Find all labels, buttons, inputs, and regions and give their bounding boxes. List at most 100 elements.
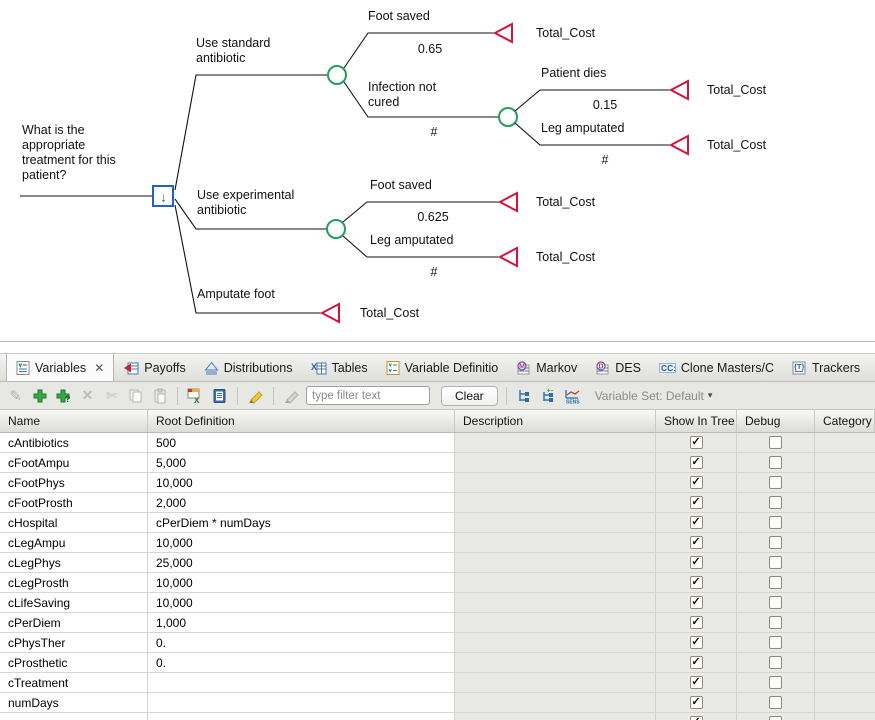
cell-name[interactable]: cPerDiem — [0, 613, 148, 633]
table-row[interactable]: ✓ — [0, 713, 875, 720]
payoff-foot-saved-std[interactable]: Total_Cost — [536, 26, 596, 40]
cell-category[interactable] — [815, 713, 875, 720]
checkbox-checked-icon[interactable]: ✓ — [689, 496, 703, 509]
column-header-category[interactable]: Category — [815, 410, 875, 432]
highlight-icon[interactable] — [246, 386, 265, 405]
checkbox-unchecked-icon[interactable] — [769, 696, 782, 709]
column-header-description[interactable]: Description — [455, 410, 656, 432]
debug-cell[interactable] — [737, 693, 815, 713]
branch-label-experimental[interactable]: Use experimental — [197, 188, 294, 202]
cell-root-definition[interactable] — [148, 693, 455, 713]
cell-description[interactable] — [455, 493, 656, 513]
delete-variable-icon[interactable]: ✕ — [81, 387, 94, 403]
cell-root-definition[interactable]: 5,000 — [148, 453, 455, 473]
cell-name[interactable]: cFootProsth — [0, 493, 148, 513]
chance-node-experimental[interactable] — [326, 219, 346, 239]
debug-cell[interactable] — [737, 553, 815, 573]
checkbox-unchecked-icon[interactable] — [769, 476, 782, 489]
probability-infection-not-cured[interactable]: # — [431, 125, 438, 139]
tab-clone-masters[interactable]: CC: Clone Masters/C — [650, 354, 783, 381]
branch-label-standard[interactable]: antibiotic — [196, 51, 245, 65]
checkbox-unchecked-icon[interactable] — [769, 596, 782, 609]
tab-label[interactable]: DES — [615, 360, 641, 375]
cell-name[interactable]: cHospital — [0, 513, 148, 533]
show-in-tree-cell[interactable]: ✓ — [656, 533, 737, 553]
cell-name[interactable]: cFootPhys — [0, 473, 148, 493]
tab-des[interactable]: D DES — [586, 354, 650, 381]
filter-input[interactable] — [306, 386, 430, 405]
show-in-tree-cell[interactable]: ✓ — [656, 713, 737, 720]
cell-root-definition[interactable]: 10,000 — [148, 533, 455, 553]
terminal-node-foot-saved-exp[interactable] — [497, 191, 518, 213]
cell-description[interactable] — [455, 453, 656, 473]
cell-name[interactable] — [0, 713, 148, 720]
sensitivity-analysis-icon[interactable]: SENS — [563, 386, 582, 405]
cell-category[interactable] — [815, 473, 875, 493]
checkbox-unchecked-icon[interactable] — [769, 456, 782, 469]
root-question-line[interactable]: What is the — [22, 123, 85, 137]
debug-cell[interactable] — [737, 613, 815, 633]
checkbox-checked-icon[interactable]: ✓ — [689, 556, 703, 569]
edit-pencil-icon[interactable]: ✎ — [9, 387, 22, 405]
show-in-tree-cell[interactable]: ✓ — [656, 633, 737, 653]
show-in-tree-cell[interactable]: ✓ — [656, 593, 737, 613]
show-in-tree-cell[interactable]: ✓ — [656, 613, 737, 633]
cell-name[interactable]: cAntibiotics — [0, 433, 148, 453]
checkbox-checked-icon[interactable]: ✓ — [689, 516, 703, 529]
cell-root-definition[interactable]: 10,000 — [148, 473, 455, 493]
checkbox-unchecked-icon[interactable] — [769, 716, 782, 720]
branch-label-experimental[interactable]: antibiotic — [197, 203, 246, 217]
show-in-tree-cell[interactable]: ✓ — [656, 513, 737, 533]
cell-category[interactable] — [815, 613, 875, 633]
cell-category[interactable] — [815, 513, 875, 533]
cell-name[interactable]: cProsthetic — [0, 653, 148, 673]
cell-root-definition[interactable]: 2,000 — [148, 493, 455, 513]
tab-label[interactable]: Variables — [35, 360, 87, 375]
undefine-variable-icon[interactable]: ✄ — [106, 387, 117, 403]
payoff-amputate[interactable]: Total_Cost — [360, 306, 420, 320]
tree-expand-collapse-icon[interactable]: +- — [539, 386, 558, 405]
checkbox-unchecked-icon[interactable] — [769, 656, 782, 669]
root-question-line[interactable]: treatment for this — [22, 153, 116, 167]
column-header-show-in-tree[interactable]: Show In Tree — [656, 410, 737, 432]
probability-leg-amputated-std[interactable]: # — [602, 153, 609, 167]
cell-description[interactable] — [455, 713, 656, 720]
cell-description[interactable] — [455, 633, 656, 653]
debug-cell[interactable] — [737, 493, 815, 513]
tab-label[interactable]: Variable Definitio — [404, 360, 499, 375]
show-in-tree-cell[interactable]: ✓ — [656, 653, 737, 673]
checkbox-checked-icon[interactable]: ✓ — [689, 476, 703, 489]
cell-description[interactable] — [455, 593, 656, 613]
checkbox-unchecked-icon[interactable] — [769, 516, 782, 529]
column-header-debug[interactable]: Debug — [737, 410, 815, 432]
cell-category[interactable] — [815, 673, 875, 693]
terminal-node-amputate[interactable] — [319, 302, 340, 324]
debug-cell[interactable] — [737, 453, 815, 473]
show-in-tree-cell[interactable]: ✓ — [656, 493, 737, 513]
export-excel-icon[interactable]: x — [186, 386, 205, 405]
cell-root-definition[interactable]: 500 — [148, 433, 455, 453]
terminal-node-leg-amputated-exp[interactable] — [497, 246, 518, 268]
cell-name[interactable]: cLegPhys — [0, 553, 148, 573]
tab-trackers[interactable]: {T} Trackers — [783, 354, 869, 381]
cell-description[interactable] — [455, 573, 656, 593]
cell-description[interactable] — [455, 613, 656, 633]
payoff-patient-dies[interactable]: Total_Cost — [707, 83, 767, 97]
tab-tables[interactable]: X Tables — [302, 354, 377, 381]
payoff-leg-amputated-exp[interactable]: Total_Cost — [536, 250, 596, 264]
cell-description[interactable] — [455, 553, 656, 573]
copy-icon[interactable] — [126, 386, 145, 405]
probability-leg-amputated-exp[interactable]: # — [431, 265, 438, 279]
root-question-line[interactable]: patient? — [22, 168, 67, 182]
checkbox-checked-icon[interactable]: ✓ — [689, 436, 703, 449]
cell-root-definition[interactable]: cPerDiem * numDays — [148, 513, 455, 533]
tab-label[interactable]: Tables — [331, 360, 368, 375]
branch-label-infection-not-cured[interactable]: Infection not — [368, 80, 437, 94]
cell-name[interactable]: cPhysTher — [0, 633, 148, 653]
